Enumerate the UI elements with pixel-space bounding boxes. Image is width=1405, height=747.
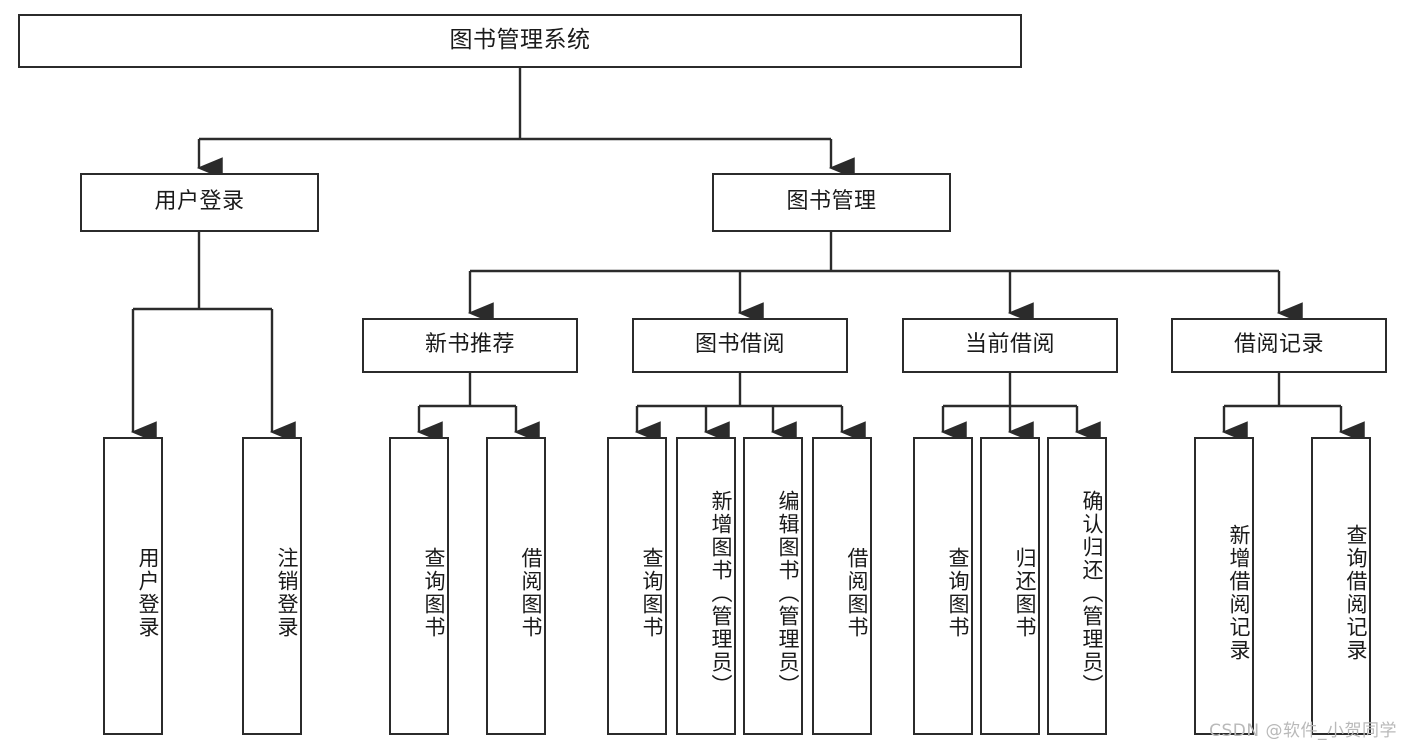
node-leaf-label: 新增借阅记录 (1227, 524, 1251, 662)
node-current-borrow[interactable]: 当前借阅 (902, 318, 1118, 373)
node-leaf-label: 编辑图书（管理员） (776, 489, 800, 697)
node-leaf-label: 归还图书 (1013, 547, 1037, 639)
node-leaf-logout[interactable]: 注销登录 (242, 437, 302, 735)
csdn-watermark: CSDN @软件_小贺同学 (1209, 721, 1397, 741)
node-leaf-current-query-book[interactable]: 查询图书 (913, 437, 973, 735)
node-leaf-borrow-edit-book-admin[interactable]: 编辑图书（管理员） (743, 437, 803, 735)
node-root-system[interactable]: 图书管理系统 (18, 14, 1022, 68)
node-leaf-label: 新增图书（管理员） (709, 489, 733, 697)
node-leaf-newbook-query-book[interactable]: 查询图书 (389, 437, 449, 735)
node-leaf-user-login[interactable]: 用户登录 (103, 437, 163, 735)
node-leaf-label: 用户登录 (136, 547, 160, 639)
node-leaf-borrow-borrow-book[interactable]: 借阅图书 (812, 437, 872, 735)
node-borrow-record[interactable]: 借阅记录 (1171, 318, 1387, 373)
node-book-manage[interactable]: 图书管理 (712, 173, 951, 232)
node-new-book-recommend[interactable]: 新书推荐 (362, 318, 578, 373)
node-leaf-record-add-record[interactable]: 新增借阅记录 (1194, 437, 1254, 735)
node-leaf-newbook-borrow-book[interactable]: 借阅图书 (486, 437, 546, 735)
node-book-borrow[interactable]: 图书借阅 (632, 318, 848, 373)
node-leaf-borrow-query-book[interactable]: 查询图书 (607, 437, 667, 735)
node-leaf-label: 借阅图书 (519, 547, 543, 639)
node-leaf-borrow-add-book-admin[interactable]: 新增图书（管理员） (676, 437, 736, 735)
node-leaf-label: 查询图书 (946, 547, 970, 639)
node-leaf-label: 注销登录 (275, 547, 299, 639)
node-user-login[interactable]: 用户登录 (80, 173, 319, 232)
node-leaf-label: 查询图书 (640, 547, 664, 639)
node-leaf-current-return-book[interactable]: 归还图书 (980, 437, 1040, 735)
node-leaf-label: 查询图书 (422, 547, 446, 639)
node-leaf-label: 借阅图书 (845, 547, 869, 639)
node-leaf-record-query-record[interactable]: 查询借阅记录 (1311, 437, 1371, 735)
node-leaf-label: 查询借阅记录 (1344, 524, 1368, 662)
node-leaf-label: 确认归还（管理员） (1080, 489, 1104, 697)
node-leaf-current-confirm-return-admin[interactable]: 确认归还（管理员） (1047, 437, 1107, 735)
